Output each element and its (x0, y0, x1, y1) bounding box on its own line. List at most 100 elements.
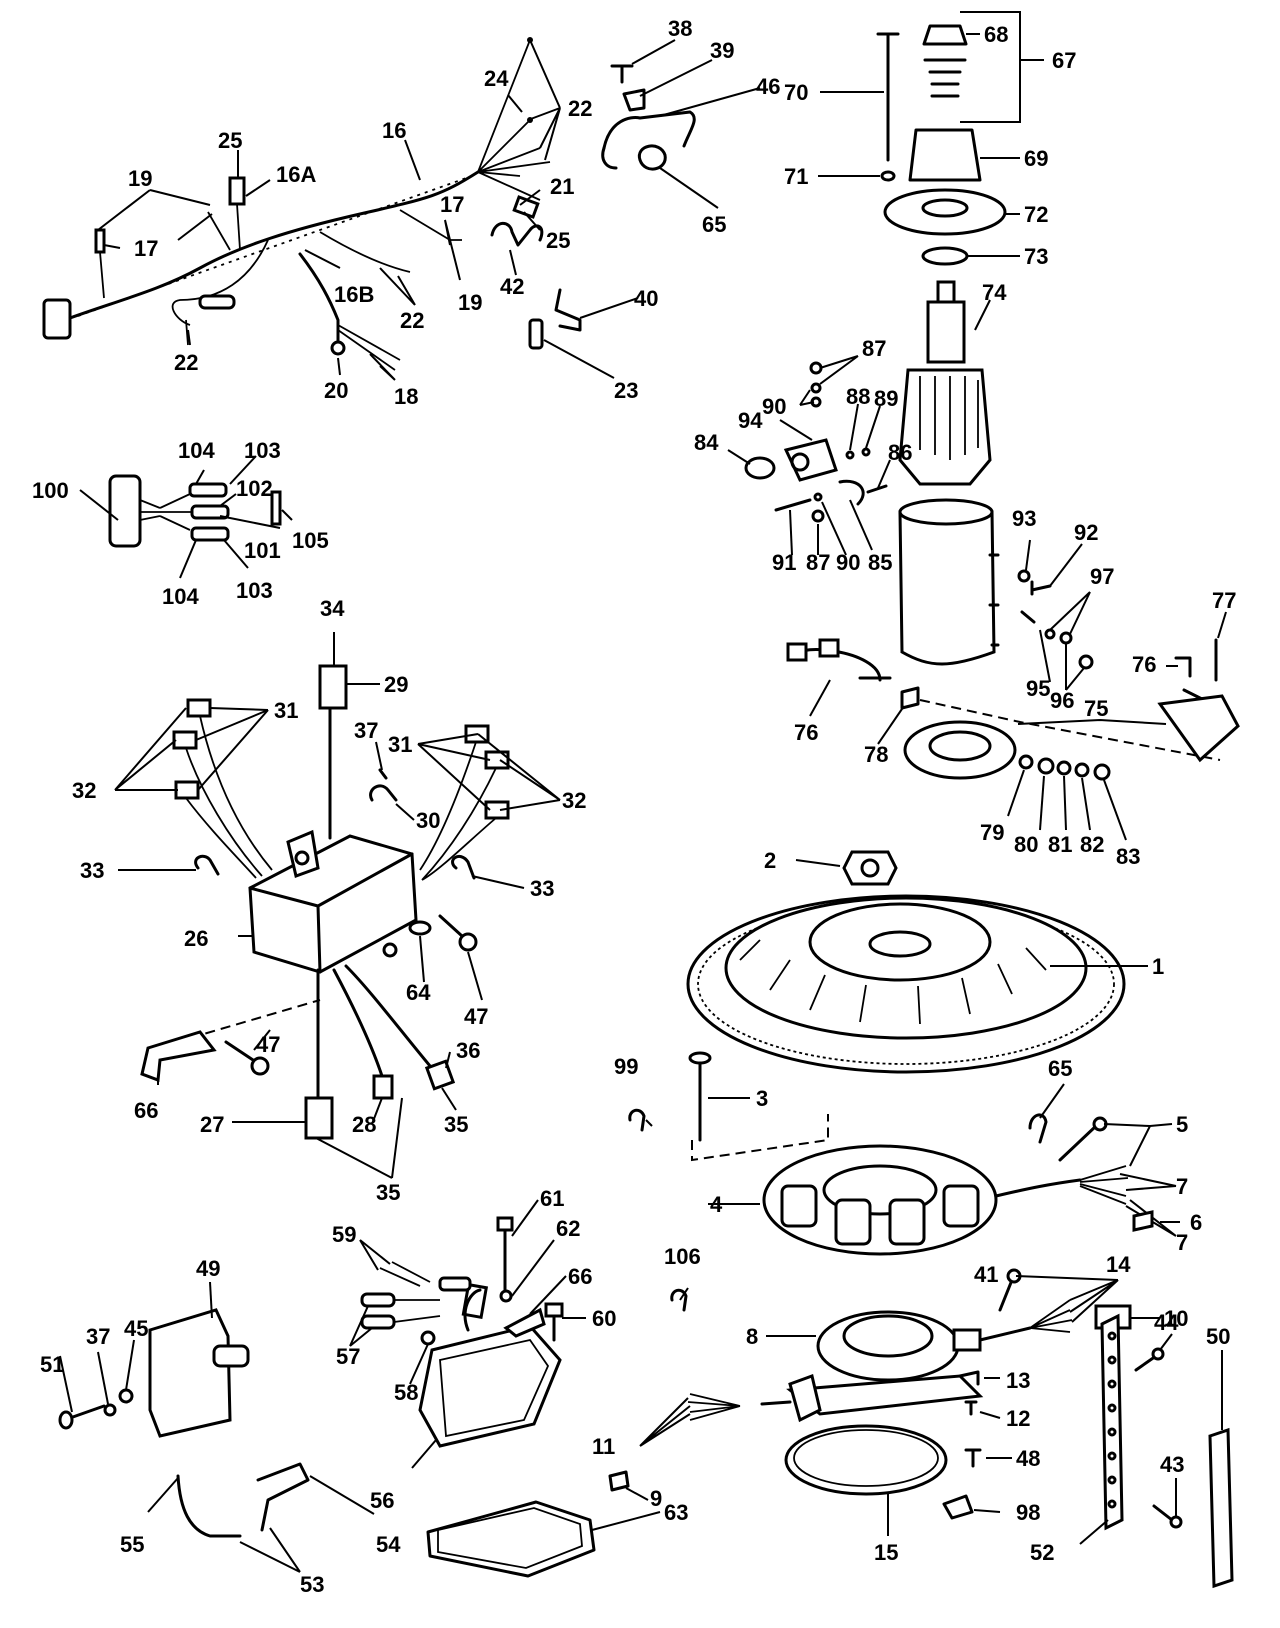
callout-15: 15 (874, 1540, 898, 1565)
callout-105: 105 (292, 528, 329, 553)
flywheel (686, 850, 1148, 1142)
callout-47b: 47 (256, 1032, 280, 1057)
callout-4: 4 (710, 1192, 723, 1217)
callout-85: 85 (868, 550, 892, 575)
callout-96: 96 (1050, 688, 1074, 713)
callout-33b: 33 (530, 876, 554, 901)
callout-61: 61 (540, 1186, 564, 1211)
callout-32b: 32 (562, 788, 586, 813)
callout-20: 20 (324, 378, 348, 403)
callout-17b: 17 (440, 192, 464, 217)
callout-6: 6 (1190, 1210, 1202, 1235)
callout-32a: 32 (72, 778, 96, 803)
callout-11: 11 (592, 1434, 615, 1459)
callout-25a: 25 (218, 128, 242, 153)
starter-motor (818, 11, 1044, 666)
callout-84: 84 (694, 430, 719, 455)
callout-99: 99 (614, 1054, 638, 1079)
starter-brush-parts (727, 355, 1240, 841)
callout-57: 57 (336, 1344, 360, 1369)
callout-54: 54 (376, 1532, 401, 1557)
callout-73: 73 (1024, 244, 1048, 269)
ignition-coil (58, 1281, 375, 1573)
callout-64: 64 (406, 980, 431, 1005)
terminal-block (1079, 1313, 1234, 1589)
callout-83: 83 (1116, 844, 1140, 869)
callout-10: 10 (1164, 1306, 1188, 1331)
callout-92: 92 (1074, 520, 1098, 545)
callout-98: 98 (1016, 1500, 1040, 1525)
callout-22a: 22 (568, 96, 592, 121)
callout-104b: 104 (162, 584, 199, 609)
callout-23: 23 (614, 378, 638, 403)
callout-78: 78 (864, 742, 888, 767)
callout-27: 27 (200, 1112, 224, 1137)
callout-labels: 1 2 3 4 5 6 7 7 8 9 10 11 12 13 14 15 16… (32, 16, 1236, 1597)
callout-28: 28 (352, 1112, 376, 1137)
callout-1: 1 (1152, 954, 1164, 979)
power-pack (114, 632, 561, 1179)
callout-5: 5 (1176, 1112, 1188, 1137)
callout-21: 21 (550, 174, 574, 199)
callout-47a: 47 (464, 1004, 488, 1029)
callout-53: 53 (300, 1572, 324, 1597)
callout-38: 38 (668, 16, 692, 41)
callout-18: 18 (394, 384, 418, 409)
clips-and-fuse (490, 39, 761, 379)
callout-16A: 16A (276, 162, 316, 187)
callout-31b: 31 (388, 732, 412, 757)
callout-13: 13 (1006, 1368, 1030, 1393)
callout-86: 86 (888, 440, 912, 465)
callout-66b: 66 (568, 1264, 592, 1289)
callout-69: 69 (1024, 146, 1048, 171)
stator (691, 1083, 1180, 1256)
callout-37b: 37 (86, 1324, 110, 1349)
callout-39: 39 (710, 38, 734, 63)
callout-3: 3 (756, 1086, 768, 1111)
callout-89: 89 (874, 386, 898, 411)
callout-97: 97 (1090, 564, 1114, 589)
callout-65b: 65 (1048, 1056, 1072, 1081)
callout-16: 16 (382, 118, 406, 143)
callout-101: 101 (244, 538, 281, 563)
callout-106: 106 (664, 1244, 701, 1269)
callout-37a: 37 (354, 718, 378, 743)
callout-41: 41 (974, 1262, 998, 1287)
callout-7b: 7 (1176, 1230, 1188, 1255)
callout-66a: 66 (134, 1098, 158, 1123)
callout-72: 72 (1024, 202, 1048, 227)
callout-7a: 7 (1176, 1174, 1188, 1199)
callout-52: 52 (1030, 1540, 1054, 1565)
callout-77: 77 (1212, 588, 1236, 613)
callout-58: 58 (394, 1380, 418, 1405)
callout-46: 46 (756, 74, 780, 99)
callout-93: 93 (1012, 506, 1036, 531)
callout-76b: 76 (1132, 652, 1156, 677)
callout-49: 49 (196, 1256, 220, 1281)
callout-104a: 104 (178, 438, 215, 463)
callout-103a: 103 (244, 438, 281, 463)
callout-88: 88 (846, 384, 870, 409)
callout-26: 26 (184, 926, 208, 951)
callout-19a: 19 (128, 166, 152, 191)
callout-35a: 35 (444, 1112, 468, 1137)
callout-56: 56 (370, 1488, 394, 1513)
callout-74: 74 (982, 280, 1007, 305)
callout-63: 63 (664, 1500, 688, 1525)
callout-67: 67 (1052, 48, 1076, 73)
callout-2: 2 (764, 848, 776, 873)
callout-30: 30 (416, 808, 440, 833)
timer-base (608, 1108, 1160, 1536)
callout-29: 29 (384, 672, 408, 697)
callout-50: 50 (1206, 1324, 1230, 1349)
callout-87a: 87 (862, 336, 886, 361)
callout-16B: 16B (334, 282, 374, 307)
callout-59: 59 (332, 1222, 356, 1247)
callout-48: 48 (1016, 1446, 1040, 1471)
callout-12: 12 (1006, 1406, 1030, 1431)
callout-43: 43 (1160, 1452, 1184, 1477)
callout-62: 62 (556, 1216, 580, 1241)
callout-55: 55 (120, 1532, 144, 1557)
callout-60: 60 (592, 1306, 616, 1331)
